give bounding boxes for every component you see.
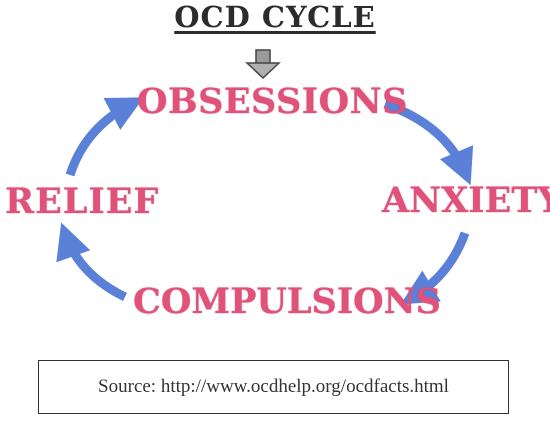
title-text: OCD CYCLE bbox=[174, 0, 376, 34]
arrow-relief-to-obsessions bbox=[65, 97, 144, 177]
page-title: OCD CYCLE bbox=[0, 3, 550, 32]
arrow-obsessions-to-anxiety bbox=[383, 99, 474, 186]
arrow-compulsions-to-relief bbox=[56, 222, 128, 302]
stage-compulsions: COMPULSIONS bbox=[133, 281, 441, 322]
source-text: Source: http://www.ocdhelp.org/ocdfacts.… bbox=[98, 376, 449, 397]
source-box: Source: http://www.ocdhelp.org/ocdfacts.… bbox=[38, 360, 509, 414]
stage-obsessions: OBSESSIONS bbox=[137, 81, 408, 122]
stage-anxiety: ANXIETY bbox=[382, 180, 550, 221]
stage-relief: RELIEF bbox=[5, 181, 160, 222]
arrow-anxiety-to-compulsions bbox=[400, 231, 470, 305]
down-arrow-icon bbox=[245, 49, 281, 80]
